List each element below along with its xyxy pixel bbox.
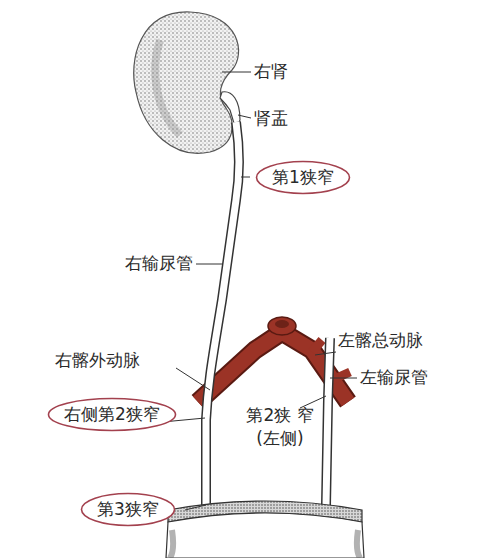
part-label: 肾盂 bbox=[254, 108, 288, 128]
stenosis-label: 第1狭窄 bbox=[255, 167, 351, 187]
leader-lines bbox=[120, 72, 357, 510]
part-label: 第2狭 窄(左侧) bbox=[238, 404, 322, 450]
part-label: 右肾 bbox=[254, 61, 288, 81]
part-label: 右髂外动脉 bbox=[55, 350, 140, 370]
stenosis-label: 右侧第2狭窄 bbox=[47, 404, 177, 424]
bladder bbox=[166, 501, 364, 558]
stenosis-label: 第3狭窄 bbox=[80, 499, 176, 519]
stenosis-ellipse: 第1狭窄 bbox=[255, 160, 351, 195]
part-label: 右输尿管 bbox=[125, 253, 193, 273]
part-label: 左髂总动脉 bbox=[338, 330, 423, 350]
stenosis-ellipse: 右侧第2狭窄 bbox=[47, 397, 177, 432]
part-label: 左输尿管 bbox=[360, 367, 428, 387]
kidney bbox=[134, 12, 239, 153]
stenosis-ellipse: 第3狭窄 bbox=[80, 492, 176, 527]
